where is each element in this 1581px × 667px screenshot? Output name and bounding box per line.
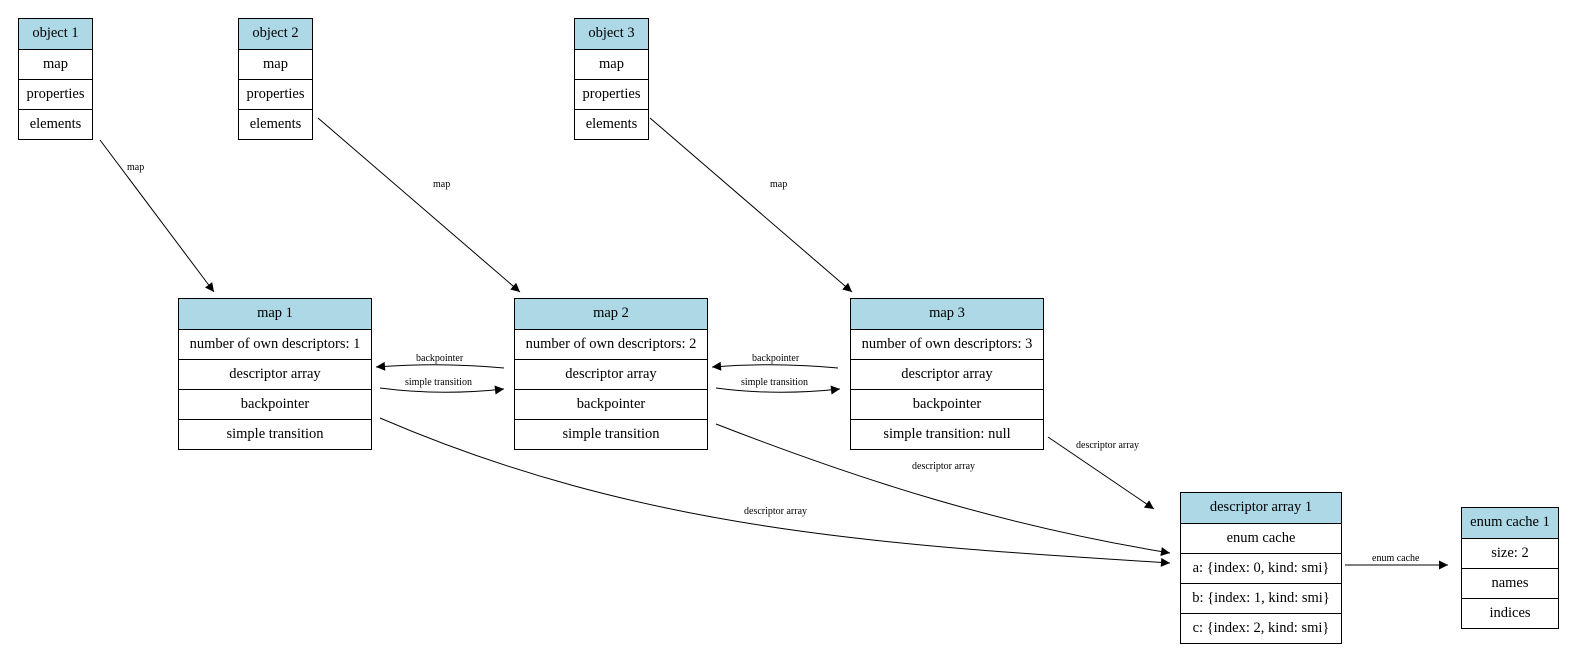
node-title: object 3	[575, 19, 648, 49]
field-descriptor-array: descriptor array	[179, 359, 371, 389]
edge-map3-backpointer-map2	[711, 361, 839, 371]
field-descriptor-array: descriptor array	[851, 359, 1043, 389]
edge-map2-backpointer-map1	[375, 361, 505, 371]
field-elements: elements	[239, 109, 312, 139]
edge-label-enum-cache: enum cache	[1372, 553, 1420, 564]
edge-map2-transition-map3	[715, 385, 841, 395]
field-enum-cache: enum cache	[1181, 523, 1341, 553]
field-elements: elements	[575, 109, 648, 139]
node-object-3[interactable]: object 3 map properties elements	[574, 18, 649, 140]
node-object-2[interactable]: object 2 map properties elements	[238, 18, 313, 140]
edge-label-map3-descriptor: descriptor array	[1076, 440, 1139, 451]
field-backpointer: backpointer	[851, 389, 1043, 419]
field-indices: indices	[1462, 598, 1558, 628]
node-title: map 1	[179, 299, 371, 329]
edge-label-map2-descriptor: descriptor array	[912, 461, 975, 472]
edge-object1-map1	[99, 139, 215, 293]
edge-label-object1-map: map	[127, 162, 144, 173]
edge-object2-map2	[317, 117, 521, 293]
node-title: map 3	[851, 299, 1043, 329]
node-map-2[interactable]: map 2 number of own descriptors: 2 descr…	[514, 298, 708, 450]
field-properties: properties	[575, 79, 648, 109]
field-own-descriptors: number of own descriptors: 1	[179, 329, 371, 359]
field-own-descriptors: number of own descriptors: 3	[851, 329, 1043, 359]
field-backpointer: backpointer	[179, 389, 371, 419]
node-title: enum cache 1	[1462, 508, 1558, 538]
field-size: size: 2	[1462, 538, 1558, 568]
node-map-3[interactable]: map 3 number of own descriptors: 3 descr…	[850, 298, 1044, 450]
edge-object3-map3	[649, 117, 853, 293]
field-properties: properties	[239, 79, 312, 109]
edge-label-object3-map: map	[770, 179, 787, 190]
node-title: object 2	[239, 19, 312, 49]
node-map-1[interactable]: map 1 number of own descriptors: 1 descr…	[178, 298, 372, 450]
edge-label-map1-descriptor: descriptor array	[744, 506, 807, 517]
edge-label-map2-backpointer: backpointer	[416, 353, 464, 364]
field-descriptor-c: c: {index: 2, kind: smi}	[1181, 613, 1341, 643]
field-names: names	[1462, 568, 1558, 598]
node-enum-cache-1[interactable]: enum cache 1 size: 2 names indices	[1461, 507, 1559, 629]
edge-label-map1-transition: simple transition	[405, 377, 472, 388]
field-properties: properties	[19, 79, 92, 109]
edge-label-object2-map: map	[433, 179, 450, 190]
field-simple-transition: simple transition	[515, 419, 707, 449]
edge-label-map3-backpointer: backpointer	[752, 353, 800, 364]
field-map: map	[239, 49, 312, 79]
edge-map2-descriptor-array	[715, 423, 1171, 556]
field-simple-transition: simple transition	[179, 419, 371, 449]
node-title: map 2	[515, 299, 707, 329]
field-map: map	[19, 49, 92, 79]
node-descriptor-array-1[interactable]: descriptor array 1 enum cache a: {index:…	[1180, 492, 1342, 644]
field-own-descriptors: number of own descriptors: 2	[515, 329, 707, 359]
node-object-1[interactable]: object 1 map properties elements	[18, 18, 93, 140]
field-descriptor-a: a: {index: 0, kind: smi}	[1181, 553, 1341, 583]
node-title: object 1	[19, 19, 92, 49]
field-map: map	[575, 49, 648, 79]
edge-label-map2-transition: simple transition	[741, 377, 808, 388]
field-backpointer: backpointer	[515, 389, 707, 419]
edge-map3-descriptor-array	[1047, 436, 1155, 510]
edge-map1-transition-map2	[379, 385, 505, 395]
field-elements: elements	[19, 109, 92, 139]
edge-map1-descriptor-array	[379, 417, 1171, 567]
node-title: descriptor array 1	[1181, 493, 1341, 523]
field-descriptor-b: b: {index: 1, kind: smi}	[1181, 583, 1341, 613]
field-descriptor-array: descriptor array	[515, 359, 707, 389]
field-simple-transition: simple transition: null	[851, 419, 1043, 449]
